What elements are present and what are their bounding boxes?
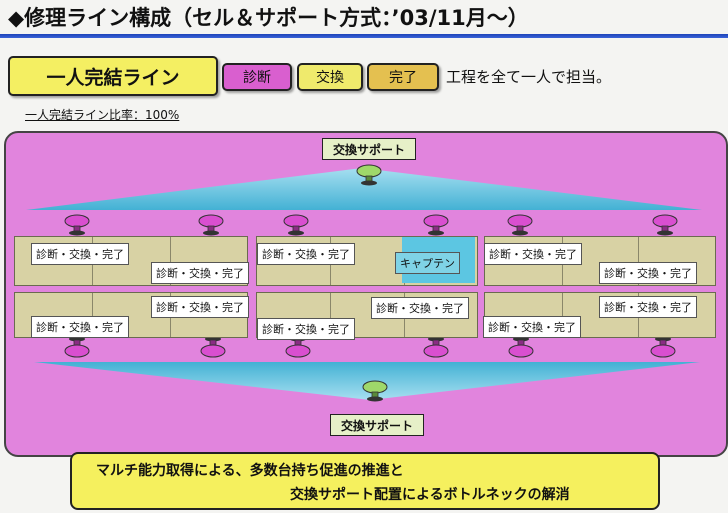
operator-stool-icon (650, 336, 676, 358)
page-title: ◆修理ライン構成（セル＆サポート方式：’03/11月～） (8, 6, 529, 30)
tag-diagnosis: 診断 (222, 63, 292, 91)
operator-stool-icon (283, 214, 309, 236)
cell-process-label: 診断・交換・完了 (483, 316, 581, 338)
top-support-label: 交換サポート (322, 138, 416, 160)
operator-stool-icon (200, 336, 226, 358)
cell-process-label: 診断・交換・完了 (151, 296, 249, 318)
top-support-stool-icon (356, 164, 382, 186)
line-ratio-text: 一人完結ライン比率：100% (25, 108, 180, 122)
cell-process-label: 診断・交換・完了 (151, 262, 249, 284)
title-divider (0, 34, 728, 38)
footer-text-line-1: マルチ能力取得による、多数台持ち促進の推進と (96, 463, 404, 479)
single-person-line-label: 一人完結ライン (8, 56, 218, 96)
operator-stool-icon (64, 336, 90, 358)
captain-label: キャプテン (395, 252, 460, 274)
operator-stool-icon (652, 214, 678, 236)
operator-stool-icon (508, 336, 534, 358)
cell-process-label: 診断・交換・完了 (599, 296, 697, 318)
bottom-support-label: 交換サポート (330, 414, 424, 436)
legend-description: 工程を全て一人で担当。 (446, 68, 612, 86)
cell-process-label: 診断・交換・完了 (31, 243, 129, 265)
tag-replacement: 交換 (297, 63, 363, 91)
cell-process-label: 診断・交換・完了 (599, 262, 697, 284)
footer-box: マルチ能力取得による、多数台持ち促進の推進と 交換サポート配置によるボトルネック… (70, 452, 660, 510)
cell-process-label: 診断・交換・完了 (484, 243, 582, 265)
operator-stool-icon (64, 214, 90, 236)
cell-process-label: 診断・交換・完了 (257, 318, 355, 340)
cell-process-label: 診断・交換・完了 (257, 243, 355, 265)
footer-text-line-2: 交換サポート配置によるボトルネックの解消 (290, 487, 570, 503)
operator-stool-icon (198, 214, 224, 236)
operator-stool-icon (507, 214, 533, 236)
support-fan-bottom (34, 362, 700, 400)
tag-completion: 完了 (367, 63, 439, 91)
cell-process-label: 診断・交換・完了 (31, 316, 129, 338)
bottom-support-stool-icon (362, 380, 388, 402)
cell-process-label: 診断・交換・完了 (371, 297, 469, 319)
operator-stool-icon (423, 336, 449, 358)
support-fan-top (26, 168, 702, 210)
operator-stool-icon (423, 214, 449, 236)
